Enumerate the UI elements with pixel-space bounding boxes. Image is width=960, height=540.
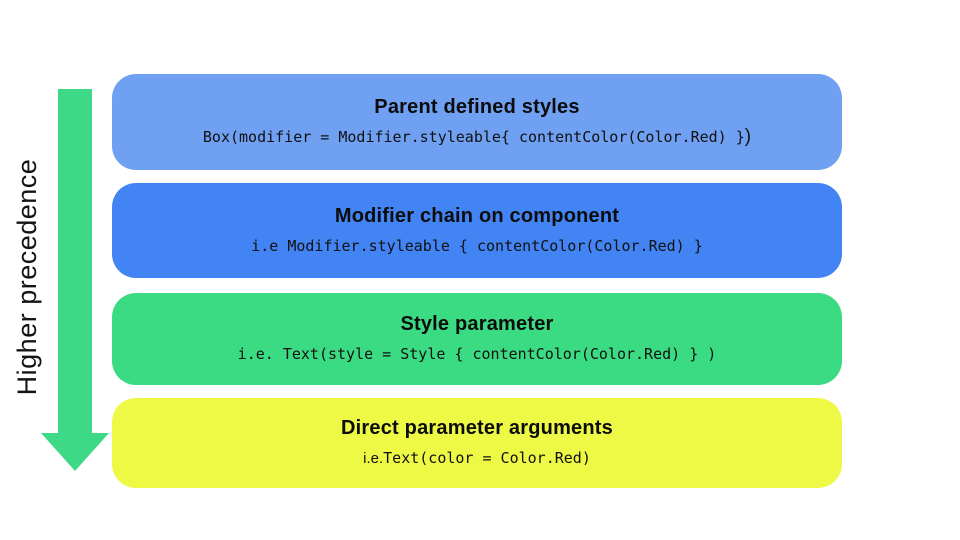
box-code: i.e Modifier.styleable { contentColor(Co… bbox=[251, 235, 703, 257]
precedence-box-modifier-chain: Modifier chain on component i.e Modifier… bbox=[112, 183, 842, 278]
arrow-down-icon bbox=[41, 433, 109, 471]
precedence-box-style-parameter: Style parameter i.e. Text(style = Style … bbox=[112, 293, 842, 385]
code-text: i.e Modifier.styleable { contentColor(Co… bbox=[251, 236, 703, 255]
precedence-box-parent-defined-styles: Parent defined styles Box(modifier = Mod… bbox=[112, 74, 842, 170]
box-code: i.e.Text(color = Color.Red) bbox=[363, 447, 591, 469]
box-title: Modifier chain on component bbox=[334, 204, 620, 227]
code-suffix: ) bbox=[744, 126, 752, 147]
code-text: Box(modifier = Modifier.styleable{ conte… bbox=[202, 128, 745, 146]
code-text: i.e. Text(style = Style { contentColor(C… bbox=[237, 345, 717, 363]
box-title: Style parameter bbox=[400, 313, 554, 335]
box-title: Direct parameter arguments bbox=[341, 417, 613, 439]
box-code: i.e. Text(style = Style { contentColor(C… bbox=[238, 343, 717, 365]
code-prefix: i.e. bbox=[363, 450, 384, 467]
box-code: Box(modifier = Modifier.styleable{ conte… bbox=[203, 126, 751, 148]
higher-precedence-label: Higher precedence bbox=[12, 158, 42, 396]
code-text: Text(color = Color.Red) bbox=[383, 449, 591, 467]
precedence-box-direct-parameters: Direct parameter arguments i.e.Text(colo… bbox=[112, 398, 842, 488]
box-title: Parent defined styles bbox=[374, 96, 580, 118]
precedence-arrow-shaft bbox=[58, 89, 92, 433]
